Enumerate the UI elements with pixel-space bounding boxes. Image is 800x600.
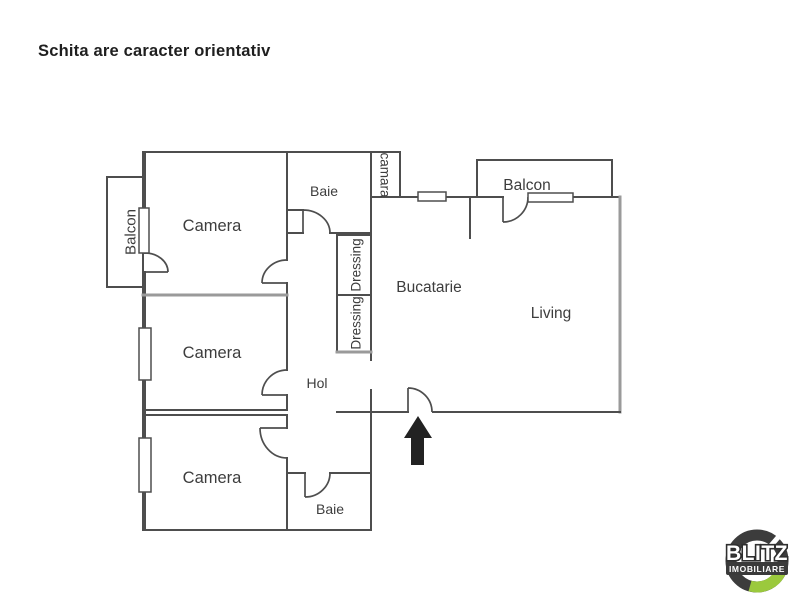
window-marker (138, 207, 150, 254)
logo-brand-text: BLITZ (726, 542, 788, 565)
room-label-dressing-upper: Dressing (349, 238, 364, 291)
room-label-living: Living (531, 305, 572, 322)
room-label-camera-middle: Camera (183, 344, 243, 362)
logo-tagline-band (726, 562, 788, 575)
entrance-arrow-icon (404, 416, 432, 465)
logo-ring-gap (766, 532, 783, 551)
room-labels: Camera Camera Camera Baie Baie Bucatarie… (122, 152, 571, 517)
room-label-balcon-top: Balcon (503, 177, 550, 194)
window-marker (527, 192, 574, 203)
room-label-camera-bottom: Camera (183, 469, 243, 487)
room-label-balcon-left: Balcon (122, 209, 139, 255)
room-label-baie-top: Baie (310, 183, 338, 199)
room-label-baie-bottom: Baie (316, 501, 344, 517)
room-label-bucatarie: Bucatarie (396, 279, 461, 296)
room-label-dressing-lower: Dressing (349, 296, 364, 349)
blitz-imobiliare-logo: BLITZ IMOBILIARE (724, 529, 789, 593)
logo-tagline-text: IMOBILIARE (729, 564, 785, 574)
room-label-hol: Hol (306, 375, 327, 391)
window-marker (138, 327, 152, 381)
disclaimer-text: Schita are caracter orientativ (38, 42, 271, 60)
room-label-camara: camara (377, 152, 392, 198)
window-markers (138, 191, 574, 493)
window-marker (138, 437, 152, 493)
window-marker (417, 191, 447, 202)
room-label-camera-top: Camera (183, 217, 243, 235)
door-arcs (144, 196, 529, 498)
